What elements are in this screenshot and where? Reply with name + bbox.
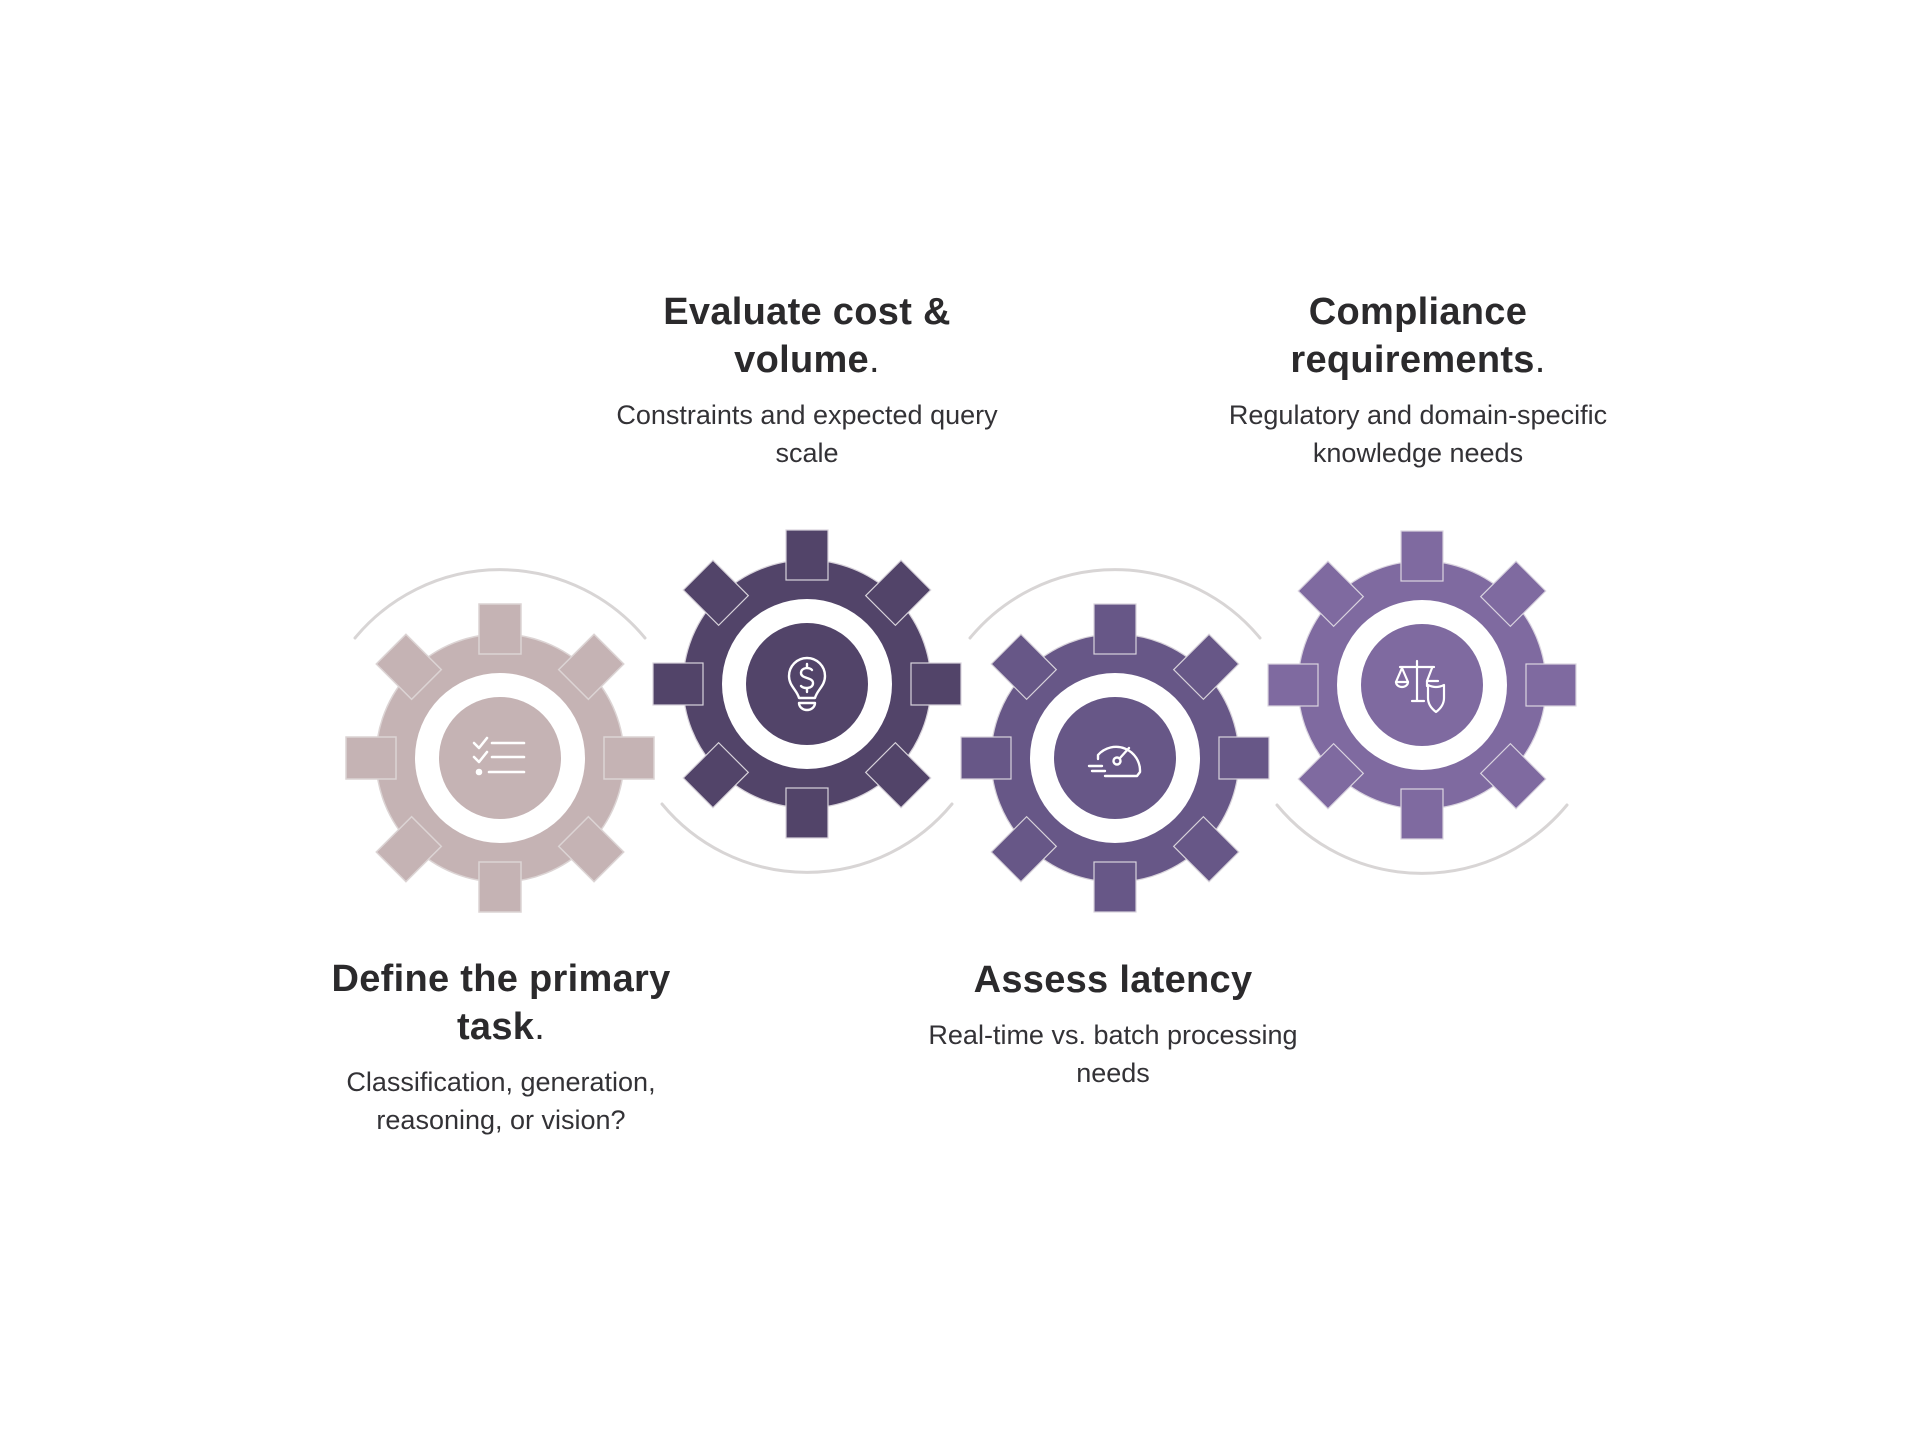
title-period: . <box>534 1006 546 1048</box>
step-title: Define the primary task. <box>281 955 721 1051</box>
arc-top-step-3 <box>968 568 1262 640</box>
connector-arcs <box>353 568 1569 875</box>
checklist-icon <box>472 736 526 776</box>
step-description: Real-time vs. batch processing needs <box>893 1016 1333 1092</box>
gear-step-4 <box>1267 530 1577 840</box>
step-description: Constraints and expected query scale <box>587 396 1027 472</box>
title-line: requirements. <box>1198 336 1638 384</box>
gear-step-2 <box>652 529 962 839</box>
scales-shield-icon <box>1394 659 1446 714</box>
title-text: requirements <box>1290 339 1535 381</box>
step-4-text: Compliance requirements. Regulatory and … <box>1198 288 1638 472</box>
step-title: Compliance requirements. <box>1198 288 1638 384</box>
description-line: Real-time vs. batch processing <box>928 1020 1298 1050</box>
title-line: volume. <box>587 336 1027 384</box>
arc-bottom-step-4 <box>1275 803 1569 875</box>
title-line: Define the primary <box>331 958 671 1000</box>
speedometer-icon <box>1087 745 1142 778</box>
title-text: volume <box>734 339 869 381</box>
description-line: scale <box>775 438 839 468</box>
step-3-text: Assess latency Real-time vs. batch proce… <box>893 956 1333 1092</box>
gear-step-1 <box>345 603 655 913</box>
title-text: task <box>456 1006 535 1048</box>
step-2-text: Evaluate cost & volume. Constraints and … <box>587 288 1027 472</box>
arc-bottom-step-2 <box>660 802 954 874</box>
title-period: . <box>868 339 880 381</box>
step-title: Evaluate cost & volume. <box>587 288 1027 384</box>
description-line: reasoning, or vision? <box>376 1105 626 1135</box>
description-line: Regulatory and domain-specific <box>1228 400 1608 430</box>
title-line: Compliance <box>1308 291 1528 333</box>
step-title: Assess latency <box>893 956 1333 1004</box>
title-line: task. <box>281 1003 721 1051</box>
step-description: Classification, generation, reasoning, o… <box>281 1063 721 1139</box>
arc-top-step-1 <box>353 568 647 640</box>
gear-step-3 <box>960 603 1270 913</box>
title-line: Assess latency <box>973 959 1253 1001</box>
description-line: Classification, generation, <box>346 1067 656 1097</box>
description-line: Constraints and expected query <box>616 400 998 430</box>
description-line: knowledge needs <box>1312 438 1524 468</box>
step-1-text: Define the primary task. Classification,… <box>281 955 721 1139</box>
lightbulb-dollar-icon <box>787 656 827 712</box>
title-period: . <box>1534 339 1546 381</box>
step-description: Regulatory and domain-specific knowledge… <box>1198 396 1638 472</box>
title-line: Evaluate cost & <box>663 291 951 333</box>
description-line: needs <box>1076 1058 1150 1088</box>
